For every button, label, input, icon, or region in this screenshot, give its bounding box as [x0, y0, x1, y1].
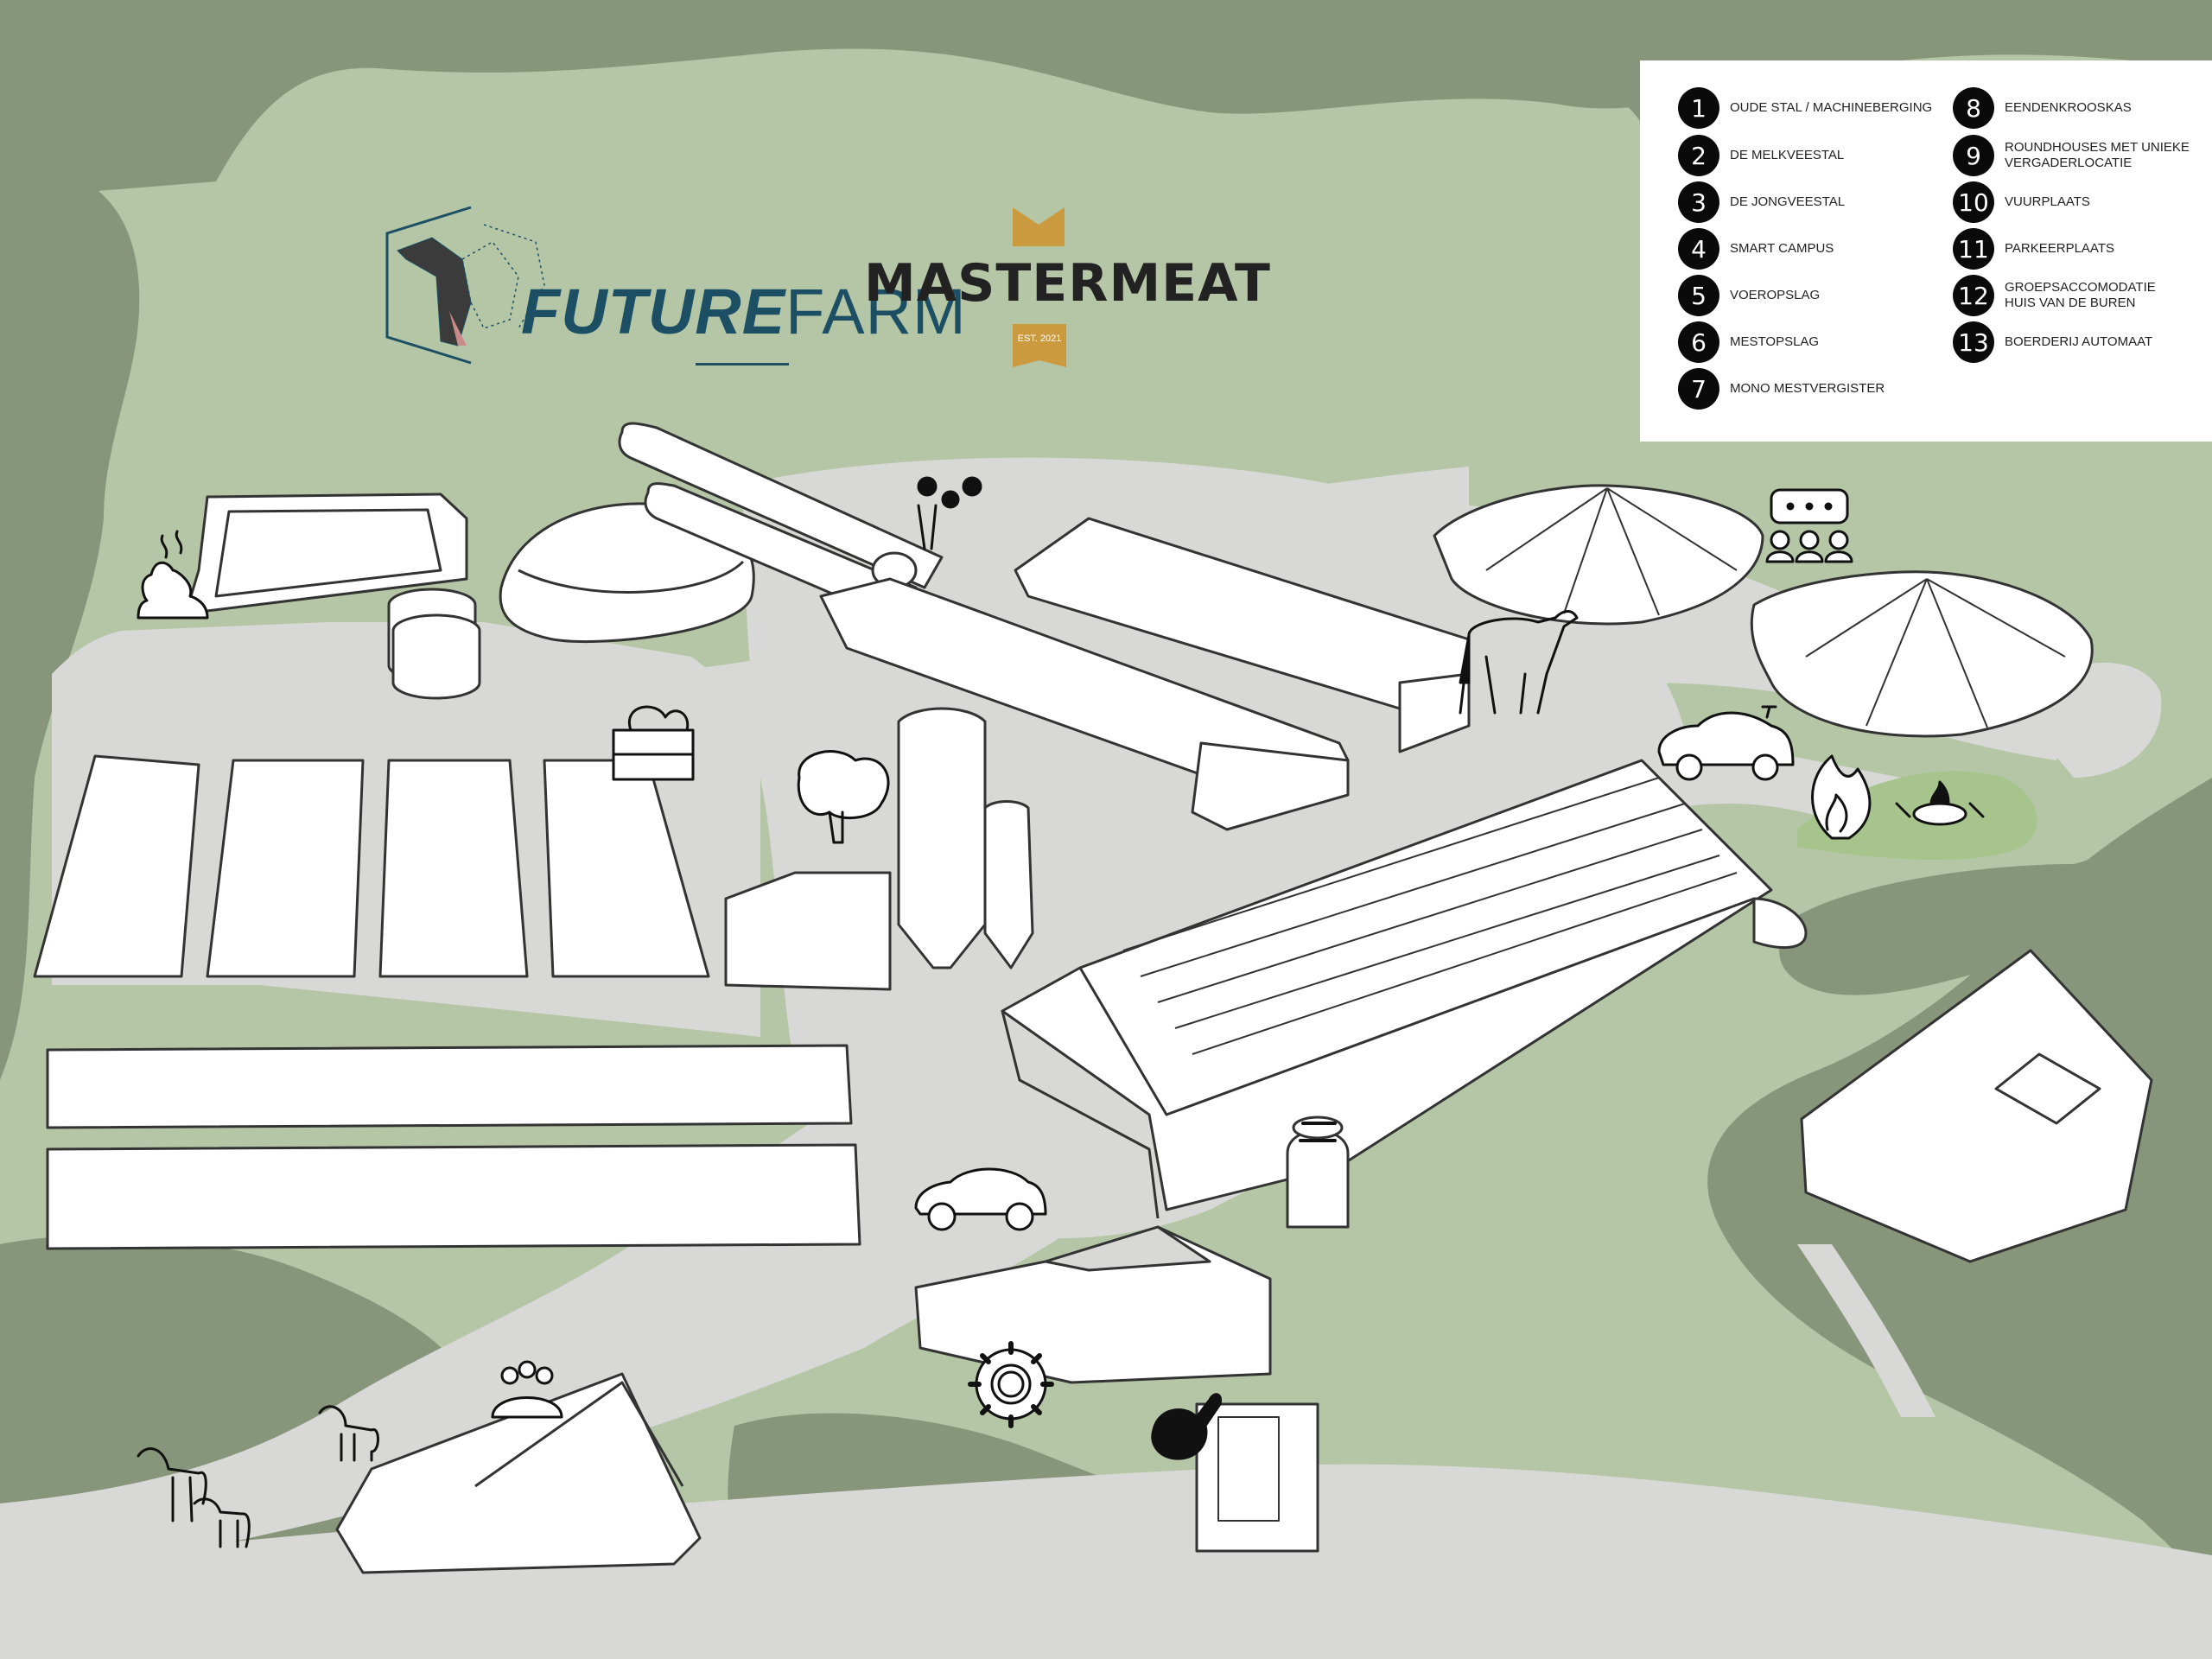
legend-number: 11: [1953, 228, 1994, 270]
futurefarm-underline: [696, 363, 789, 365]
big-stall-barn: [1001, 759, 1773, 1211]
manure-icon: [137, 530, 209, 620]
legend-number: 4: [1678, 228, 1719, 270]
roundhouse-1: [1433, 484, 1764, 626]
brain-icon: [797, 750, 890, 844]
legend-label: De Melkveestal: [1730, 148, 1845, 162]
legend-number: 13: [1953, 321, 1994, 363]
legend-label: Boerderij automaat: [2005, 334, 2153, 349]
legend-item-12: 12 Groepsaccomodatie Huis van de Buren: [1953, 275, 2177, 316]
forest-top-right: [1469, 64, 1640, 121]
road-left-top: [69, 649, 311, 691]
roundhouse-2: [1750, 570, 2094, 738]
road-diag-right: [1797, 1244, 1936, 1417]
fire-icon: [1811, 754, 1872, 840]
cow-icon: [1459, 610, 1579, 715]
group-house: [335, 1372, 702, 1574]
tent-3: [378, 759, 529, 978]
legend-item-13: 13 Boerderij automaat: [1953, 321, 2152, 363]
legend-item-6: 6 Mestopslag: [1678, 321, 1819, 363]
tent-1: [33, 754, 200, 978]
mastermeat-logo-mark: [1013, 207, 1066, 367]
legend-item-2: 2 De Melkveestal: [1678, 135, 1844, 176]
map-legend: 1 Oude stal / Machineberging 2 De Melkvees…: [1640, 60, 2212, 442]
forest-top: [0, 0, 2212, 199]
ham-icon: [1151, 1393, 1223, 1460]
campfire-icon: [1895, 780, 1985, 826]
legend-label: Eendenkrooskas: [2005, 100, 2132, 115]
vegetable-crate-icon: [612, 705, 695, 781]
legend-label: Roundhouses met unieke vergaderlocatie: [2005, 140, 2190, 170]
legend-label: Groepsaccomodatie Huis van de Buren: [2005, 280, 2156, 310]
forest-left: [0, 168, 140, 1080]
legend-item-9: 9 Roundhouses met unieke vergaderlocatie: [1953, 135, 2203, 176]
goat-icon-3: [193, 1497, 251, 1548]
vending-machine: [1195, 1402, 1319, 1553]
futurefarm-logo-text: FUTUREFARM: [521, 275, 967, 348]
legend-number: 12: [1953, 275, 1994, 316]
mastermeat-logo-text: MASTERMEAT: [864, 253, 1271, 314]
feed-shed: [724, 871, 892, 991]
long-shed-2: [46, 1143, 861, 1250]
legend-label: Parkeerplaats: [2005, 241, 2114, 256]
tent-2: [206, 759, 365, 978]
forest-right-upper: [1779, 812, 2212, 995]
milk-can-icon: [1299, 1122, 1337, 1142]
legend-number: 5: [1678, 275, 1719, 316]
long-shed-1: [46, 1044, 853, 1129]
legend-label: Mono Mestvergister: [1730, 381, 1885, 396]
legend-number: 2: [1678, 135, 1719, 176]
electric-car-icon: [1657, 705, 1795, 781]
legend-label: De Jongveestal: [1730, 194, 1846, 209]
legend-item-11: 11 Parkeerplaats: [1953, 228, 2114, 270]
legend-number: 7: [1678, 368, 1719, 410]
legend-number: 10: [1953, 181, 1994, 223]
legend-label: Vuurplaats: [2005, 194, 2090, 209]
legend-label: Smart Campus: [1730, 241, 1834, 256]
car-icon: [914, 1167, 1047, 1231]
futurefarm-word1: FUTURE: [521, 276, 786, 347]
silo-large: [897, 707, 987, 969]
duckweed-tube-1: [618, 422, 944, 589]
milk-can: [1286, 1129, 1350, 1229]
goat-icon-1: [318, 1405, 379, 1462]
people-silhouettes-icon: [917, 476, 982, 550]
futurefarm-logo-mark: [385, 206, 545, 365]
legend-item-8: 8 Eendenkrooskas: [1953, 87, 2132, 129]
legend-item-7: 7 Mono Mestvergister: [1678, 368, 1885, 410]
manure-basin: [184, 493, 468, 615]
legend-item-4: 4 Smart Campus: [1678, 228, 1834, 270]
legend-number: 1: [1678, 87, 1719, 129]
futurefarm-word2: FARM: [785, 276, 967, 347]
group-people-icon: [491, 1360, 563, 1419]
legend-label: Oude stal / Machineberging: [1730, 100, 1933, 115]
legend-item-5: 5 Voeropslag: [1678, 275, 1820, 316]
meeting-speech-icon: [1765, 488, 1853, 563]
map-icons: [137, 476, 1985, 1548]
buildings: [33, 422, 2153, 1574]
legend-label: Mestopslag: [1730, 334, 1820, 349]
digester-dome: [499, 502, 755, 644]
silo-small: [983, 800, 1034, 969]
goat-icon-2: [137, 1447, 207, 1522]
legend-number: 9: [1953, 135, 1994, 176]
gear-icon: [968, 1341, 1054, 1428]
legend-number: 8: [1953, 87, 1994, 129]
farmhouse-right: [1800, 949, 2153, 1263]
legend-label: Voeropslag: [1730, 288, 1821, 302]
legend-item-3: 3 De Jongveestal: [1678, 181, 1845, 223]
legend-number: 3: [1678, 181, 1719, 223]
legend-item-1: 1 Oude stal / Machineberging: [1678, 87, 1932, 129]
legend-item-10: 10 Vuurplaats: [1953, 181, 2090, 223]
legend-number: 6: [1678, 321, 1719, 363]
road-bottom: [0, 1464, 2212, 1659]
mastermeat-est: EST. 2021: [1017, 334, 1062, 344]
